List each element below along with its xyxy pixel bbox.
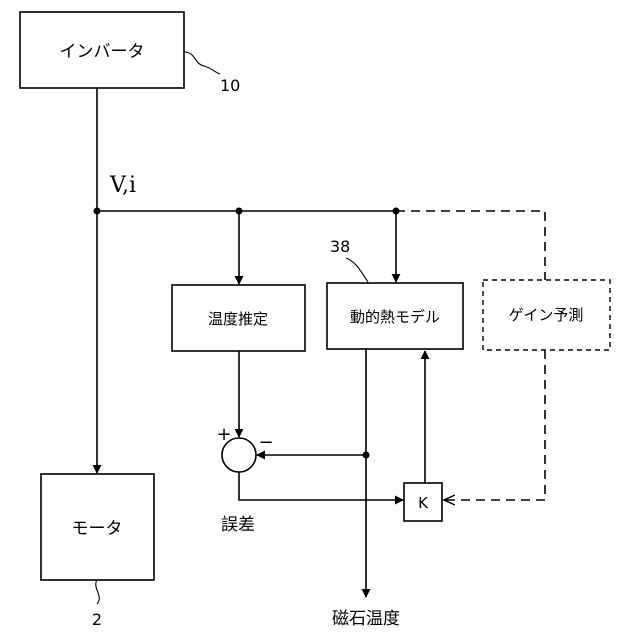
motor-label: モータ bbox=[72, 519, 123, 539]
temperature-estimation-block: 温度推定 bbox=[172, 285, 305, 351]
inverter-leader-line bbox=[184, 52, 220, 74]
plus-sign: + bbox=[216, 424, 231, 445]
thermal-model-leader-line bbox=[346, 258, 368, 282]
magnet-temperature-label: 磁石温度 bbox=[332, 609, 400, 629]
temperature-estimation-label: 温度推定 bbox=[208, 310, 268, 328]
motor-ref-numeral: 2 bbox=[92, 610, 102, 629]
gain-prediction-block: ゲイン予測 bbox=[483, 280, 610, 350]
gain-k-block: K bbox=[404, 483, 442, 521]
gain-k-label: K bbox=[418, 494, 429, 512]
gain-prediction-label: ゲイン予測 bbox=[509, 306, 584, 324]
error-to-gain-arrow bbox=[239, 472, 403, 500]
minus-sign: − bbox=[258, 432, 273, 453]
voltage-current-label: V,i bbox=[109, 173, 136, 198]
motor-block: モータ bbox=[41, 474, 154, 580]
junction-dot bbox=[94, 208, 101, 215]
motor-leader-line bbox=[96, 580, 100, 604]
vi-to-gain-prediction-dashed-line bbox=[396, 211, 545, 280]
error-label: 誤差 bbox=[221, 515, 255, 535]
inverter-label: インバータ bbox=[60, 42, 145, 62]
gain-prediction-to-gain-dashed-arrow bbox=[444, 350, 545, 500]
thermal-model-ref-numeral: 38 bbox=[330, 237, 350, 256]
dynamic-thermal-model-label: 動的熱モデル bbox=[350, 308, 440, 326]
inverter-ref-numeral: 10 bbox=[220, 76, 240, 95]
dynamic-thermal-model-block: 動的熱モデル bbox=[327, 283, 463, 349]
inverter-block: インバータ bbox=[20, 12, 184, 88]
